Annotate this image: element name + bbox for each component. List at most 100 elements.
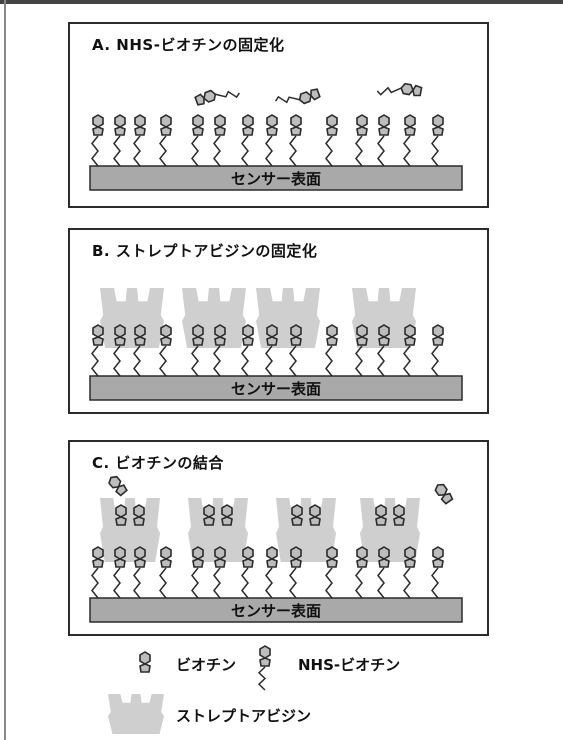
anchored-linker [431, 345, 439, 377]
anchored-biotin [266, 546, 278, 568]
free-biotin [434, 483, 454, 505]
panel-a: A. NHS-ビオチンの固定化 センサー表面 [68, 22, 489, 208]
anchored-biotin [356, 324, 368, 346]
anchored-linker [241, 567, 249, 599]
anchored-linker [191, 567, 199, 599]
anchored-linker [377, 135, 385, 167]
bound-biotin [393, 504, 405, 526]
frame-top-border [0, 0, 563, 4]
anchored-biotin [160, 114, 172, 136]
bound-biotin [375, 504, 387, 526]
legend-biotin-icon [139, 651, 151, 673]
anchored-biotin [192, 114, 204, 136]
anchored-biotin [242, 324, 254, 346]
anchored-biotin [114, 324, 126, 346]
anchored-linker [191, 345, 199, 377]
anchored-biotin [290, 324, 302, 346]
sensor-surface [89, 165, 463, 191]
legend-nhs-biotin [259, 645, 271, 667]
anchored-biotin [160, 324, 172, 346]
anchored-linker [355, 135, 363, 167]
anchored-biotin [114, 114, 126, 136]
anchored-biotin [242, 546, 254, 568]
anchored-linker [113, 135, 121, 167]
anchored-biotin [192, 324, 204, 346]
streptavidin-tetramer [182, 288, 246, 348]
anchored-linker [403, 345, 411, 377]
anchored-linker [289, 567, 297, 599]
anchored-biotin [266, 114, 278, 136]
bound-biotin [203, 504, 215, 526]
anchored-linker [133, 567, 141, 599]
anchored-biotin [134, 546, 146, 568]
anchored-linker [159, 567, 167, 599]
free-nhs-biotin [194, 89, 240, 106]
anchored-biotin [378, 546, 390, 568]
free-nhs-biotin [376, 82, 423, 97]
anchored-biotin [432, 324, 444, 346]
sensor-surface [89, 375, 463, 401]
bound-biotin [133, 504, 145, 526]
anchored-linker [265, 135, 273, 167]
anchored-biotin [134, 324, 146, 346]
anchored-linker [91, 135, 99, 167]
legend-nhs-linker [257, 666, 267, 691]
anchored-linker [403, 135, 411, 167]
sensor-surface [89, 597, 463, 623]
legend-nhs-biotin-icon [257, 645, 271, 691]
anchored-linker [241, 345, 249, 377]
panel-c-diagram: センサー表面 [89, 475, 463, 623]
bound-biotin [221, 504, 233, 526]
anchored-biotin [378, 324, 390, 346]
anchored-linker [213, 345, 221, 377]
streptavidin-tetramer [352, 288, 416, 348]
legend-streptavidin-icon [108, 694, 164, 734]
legend-streptavidin-label: ストレプトアビジン [176, 707, 312, 725]
free-biotin [108, 475, 128, 497]
anchored-biotin [356, 546, 368, 568]
anchored-biotin [404, 324, 416, 346]
anchored-linker [325, 135, 333, 167]
sensor-surface-label: センサー表面 [231, 380, 321, 398]
anchored-biotin [432, 114, 444, 136]
streptavidin-tetramer [276, 498, 336, 562]
bound-biotin [309, 504, 321, 526]
anchored-biotin [92, 546, 104, 568]
anchored-linker [213, 135, 221, 167]
anchored-linker [213, 567, 221, 599]
anchored-biotin [326, 324, 338, 346]
panel-a-diagram: センサー表面 [89, 82, 463, 191]
panel-a-free-nhs-biotin [194, 82, 423, 106]
anchored-linker [431, 567, 439, 599]
panel-c-surface-linkers [91, 546, 444, 599]
anchored-biotin [326, 546, 338, 568]
streptavidin-tetramer [100, 288, 164, 348]
anchored-biotin [266, 324, 278, 346]
legend-streptavidin [108, 694, 164, 734]
anchored-linker [355, 345, 363, 377]
anchored-linker [431, 135, 439, 167]
streptavidin-tetramer [360, 498, 420, 562]
legend-biotin-label: ビオチン [176, 656, 237, 674]
anchored-linker [265, 345, 273, 377]
anchored-biotin [326, 114, 338, 136]
anchored-biotin [214, 324, 226, 346]
anchored-linker [403, 567, 411, 599]
panel-c-title: C. ビオチンの結合 [92, 454, 224, 472]
anchored-linker [191, 135, 199, 167]
panel-a-title: A. NHS-ビオチンの固定化 [92, 36, 285, 54]
anchored-biotin [290, 546, 302, 568]
anchored-biotin [160, 546, 172, 568]
anchored-biotin [356, 114, 368, 136]
anchored-biotin [92, 114, 104, 136]
anchored-biotin [432, 546, 444, 568]
anchored-biotin [378, 114, 390, 136]
legend-nhs-biotin-label: NHS-ビオチン [298, 656, 401, 674]
panel-b: B. ストレプトアビジンの固定化 センサー表面 [68, 228, 489, 414]
anchored-biotin [290, 114, 302, 136]
anchored-biotin [404, 114, 416, 136]
panel-b-surface-linkers [91, 324, 444, 377]
anchored-linker [159, 345, 167, 377]
panel-b-diagram: センサー表面 [89, 288, 463, 401]
